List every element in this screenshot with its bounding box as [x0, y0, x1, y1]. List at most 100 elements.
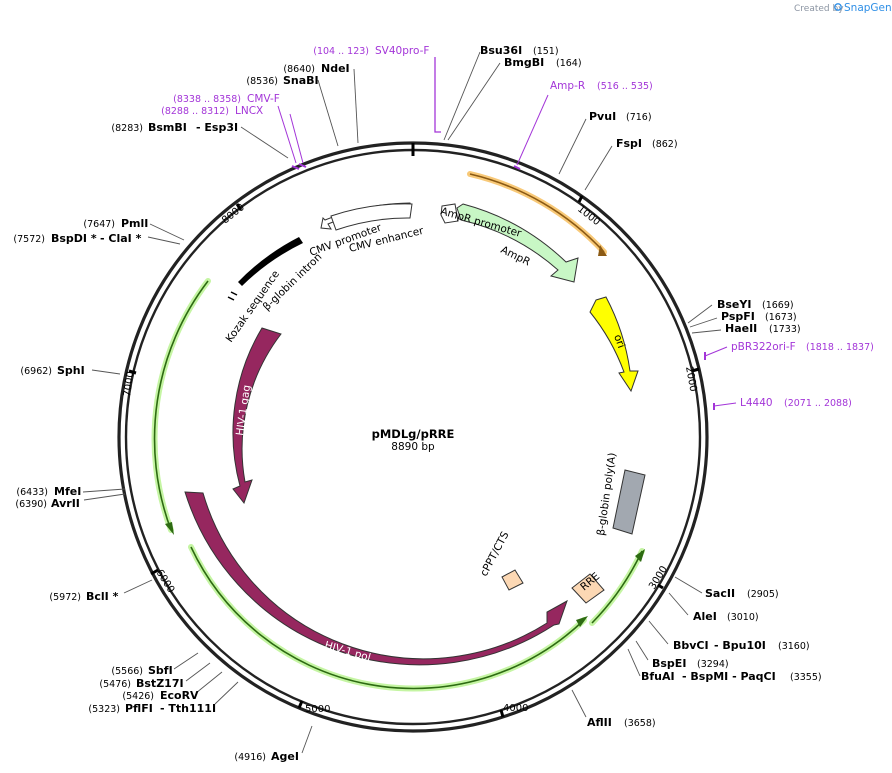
tick-mark [577, 195, 584, 203]
cppt-label: cPPT/CTS [478, 529, 512, 578]
kozak-feature [230, 291, 238, 296]
site-name: BfuAI [641, 670, 675, 683]
orf-arrowhead [635, 549, 645, 562]
site-leader [635, 640, 649, 661]
site-name: BstZ17I [136, 677, 184, 690]
site-leader [147, 236, 181, 245]
primer-leader [277, 105, 304, 164]
site-pos: (862) [652, 139, 678, 150]
site-leader [689, 317, 718, 328]
orf-arcs [151, 171, 645, 692]
site-name-extra: - BspMI - PaqCI [682, 670, 776, 683]
site-name-extra: - Bpu10I [714, 639, 766, 652]
site-name: AleI [693, 610, 717, 623]
ori-feature [589, 296, 639, 393]
primer-labels: SV40pro-F (104 .. 123) Amp-R (516 .. 535… [161, 45, 874, 409]
primer-pos: (2071 .. 2088) [784, 398, 852, 409]
site-pos: (4916) [234, 752, 266, 763]
watermark-brand: SnapGene [844, 2, 892, 14]
site-pos: (8283) [111, 123, 143, 134]
primer-pos: (516 .. 535) [597, 81, 653, 92]
site-pos: (8640) [283, 64, 315, 75]
kozak-feature [227, 296, 235, 301]
site-leader [83, 493, 126, 501]
primer-leader [713, 402, 737, 407]
site-labels: Bsu36I (151) BmgBI (164) PvuI (716) FspI… [480, 44, 822, 729]
tick-mark [128, 369, 137, 375]
site-pos: (3658) [624, 718, 656, 729]
site-pos: (8536) [246, 76, 278, 87]
tick-marks [128, 195, 700, 718]
site-name: PvuI [589, 110, 616, 123]
rre-feature [571, 573, 605, 604]
tick-mark [235, 203, 243, 211]
bglobin-polya-feature [612, 469, 646, 535]
site-pos: (151) [533, 46, 559, 57]
site-name-extra: - ClaI * [100, 232, 142, 245]
site-leader [214, 681, 239, 705]
ori-label: ori [611, 333, 627, 350]
site-leader [447, 62, 501, 141]
site-pos: (3010) [727, 612, 759, 623]
primer-name: L4440 [740, 397, 773, 409]
site-leader [82, 488, 126, 493]
primer-mark [291, 165, 300, 170]
site-leader [301, 725, 313, 754]
hiv-pol-feature [184, 491, 568, 666]
primer-leader [434, 57, 441, 133]
site-pos: (5426) [122, 691, 154, 702]
tick-mark [499, 709, 505, 718]
site-pos: (6433) [16, 487, 48, 498]
bglobin-intron-feature [238, 237, 303, 286]
watermark-prefix: Created by [794, 4, 844, 14]
site-pos: (3355) [790, 672, 822, 683]
primer-pos: (1818 .. 1837) [806, 342, 874, 353]
site-name: PflFI [125, 702, 153, 715]
site-name: BmgBI [504, 56, 544, 69]
primer-markers [277, 57, 737, 410]
site-pos: (7572) [13, 234, 45, 245]
site-name: HaeII [725, 322, 757, 335]
site-name: BclI * [86, 590, 119, 603]
hiv-pol-label: HIV-1 pol [323, 639, 372, 664]
tick-mark [691, 367, 700, 373]
site-pos: (3294) [697, 659, 729, 670]
orf-arrowhead [576, 616, 588, 627]
primer-pos: (104 .. 123) [313, 46, 369, 57]
site-leader [584, 145, 613, 191]
site-leader [571, 689, 587, 718]
plasmid-size: 8890 bp [391, 441, 435, 453]
site-leader [173, 652, 199, 670]
watermark: Created by SnapGene [794, 2, 892, 14]
site-name: BsmBI [148, 121, 187, 134]
site-pos: (1673) [765, 312, 797, 323]
site-pos: (3160) [778, 641, 810, 652]
primer-mark [513, 165, 521, 170]
tick-label: 7000 [122, 371, 136, 398]
site-name: AgeI [271, 750, 299, 763]
primer-name: LNCX [235, 105, 263, 117]
tick-mark [297, 700, 304, 709]
primer-name: CMV-F [247, 93, 280, 105]
site-name: PspFI [721, 310, 755, 323]
site-leader [627, 648, 641, 677]
site-leader [240, 126, 289, 159]
site-name: SnaBI [283, 74, 319, 87]
site-name: AvrII [51, 497, 80, 510]
site-leader [648, 620, 669, 645]
ampr-feature [456, 203, 579, 283]
orf-arrowhead [598, 245, 607, 256]
site-leader [558, 118, 587, 175]
site-pos: (2905) [747, 589, 779, 600]
site-pos: (5566) [111, 666, 143, 677]
primer-mark [298, 163, 307, 168]
features [184, 202, 646, 666]
site-leader [691, 329, 722, 334]
site-leaders [82, 51, 722, 754]
site-name: FspI [616, 137, 642, 150]
site-name-extra: - Esp3I [196, 121, 238, 134]
site-leader [195, 671, 223, 694]
site-name: PmlI [121, 217, 148, 230]
site-pos: (7647) [83, 219, 115, 230]
